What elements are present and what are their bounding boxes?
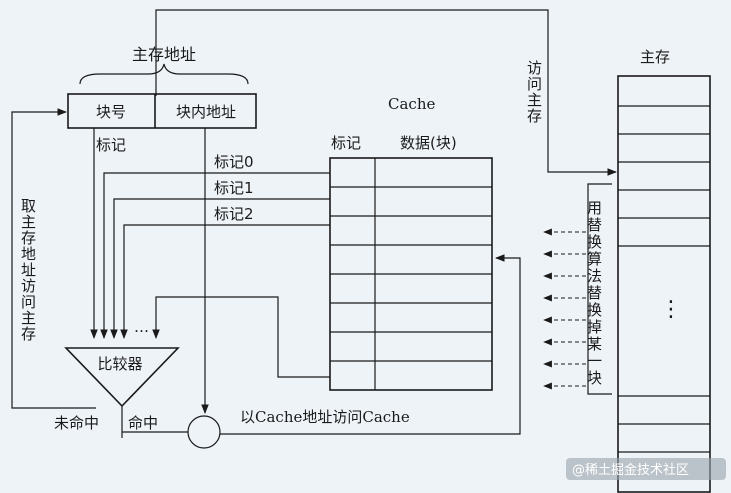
- hit-gate: [187, 415, 221, 449]
- access-main-label: 访问主存: [525, 60, 543, 124]
- main-memory-table: [617, 75, 711, 493]
- cache-tag-header: 标记: [331, 134, 361, 152]
- replace-algorithm-label: 用替换算法替换掉某一块: [585, 200, 603, 387]
- comparator-label: 比较器: [97, 355, 142, 373]
- fetch-address-loop: [11, 108, 96, 409]
- main-memory-address-title: 主存地址: [132, 45, 196, 64]
- memory-rows: [618, 105, 710, 453]
- block-offset-field: 块内地址: [176, 103, 236, 121]
- hit-label: 命中: [128, 414, 158, 432]
- watermark-bg: [566, 458, 726, 480]
- tag-0-label: 标记0: [214, 153, 254, 171]
- address-register: [67, 93, 257, 129]
- fetch-main-address-label: 取主存地址访问主存: [19, 198, 37, 342]
- cache-rows: [330, 186, 492, 362]
- tag-1-label: 标记1: [214, 179, 254, 197]
- cache-access-label: 以Cache地址访问Cache: [240, 408, 410, 426]
- address-brace: [79, 63, 249, 85]
- tag-field-label: 标记: [96, 136, 126, 154]
- cache-title: Cache: [388, 95, 435, 113]
- memory-ellipsis: ⋮: [660, 297, 682, 322]
- block-number-field: 块号: [96, 103, 126, 121]
- tag-ellipsis: …: [134, 318, 149, 336]
- replace-arrows: [543, 228, 586, 390]
- comparator: [64, 347, 180, 408]
- main-memory-title: 主存: [640, 48, 670, 66]
- watermark-text: @稀土掘金技术社区: [572, 462, 689, 478]
- miss-label: 未命中: [54, 414, 99, 432]
- cache-data-header: 数据(块): [400, 134, 457, 152]
- tag-2-label: 标记2: [214, 205, 254, 223]
- cache-access-line: [220, 254, 521, 435]
- access-main-line: [155, 9, 617, 176]
